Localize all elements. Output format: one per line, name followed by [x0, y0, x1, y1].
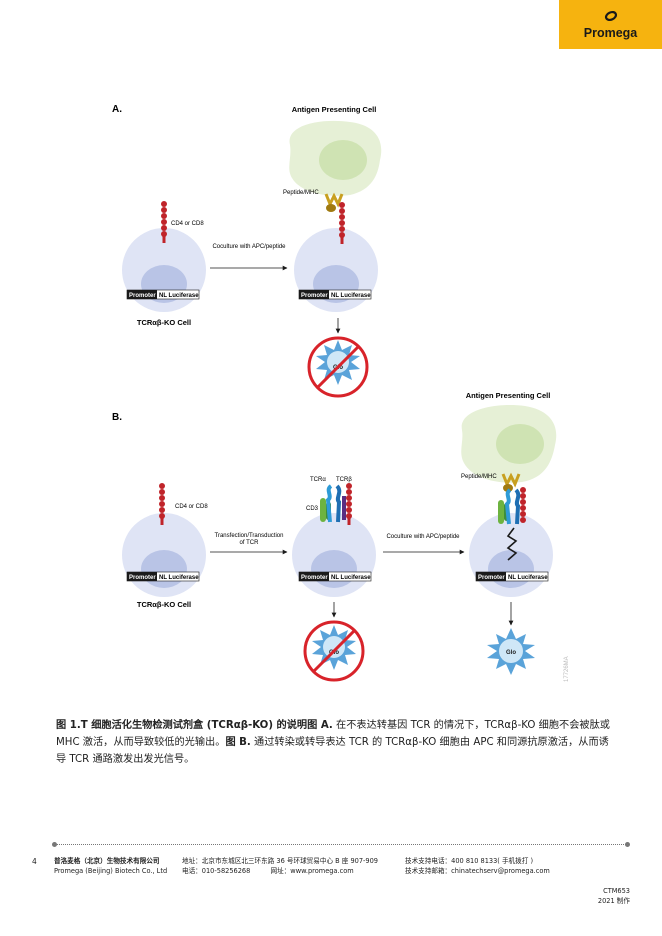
panel-b-apc-title: Antigen Presenting Cell — [466, 391, 551, 400]
cd4-cd8-receptor — [339, 202, 345, 244]
page-number: 4 — [32, 857, 37, 866]
glo-icon: Glo — [487, 628, 535, 675]
doc-info: CTM653 2021 制作 — [598, 886, 630, 906]
logo-text: Promega — [583, 26, 638, 40]
caption-bold-1: 图 1.T 细胞活化生物检测试剂盒 (TCRαβ-KO) 的说明图 A. — [56, 720, 333, 731]
arrow-label: Coculture with APC/peptide — [386, 534, 460, 540]
svg-text:NL Luciferase: NL Luciferase — [331, 293, 371, 299]
signal-pathway-icon — [506, 527, 518, 561]
reporter-construct: Promoter NL Luciferase — [126, 571, 200, 582]
tcr-complex-icon — [498, 488, 521, 525]
doc-code: CTM653 — [603, 887, 630, 895]
peptide-mhc-icon — [501, 472, 521, 492]
caption-bold-2: 图 B. — [225, 737, 251, 748]
promega-logo-icon — [604, 10, 618, 22]
no-glo-icon: Glo — [307, 336, 369, 398]
peptide-label: Peptide/MHC — [283, 190, 319, 196]
footer-website[interactable]: 网址：www.promega.com — [270, 867, 354, 875]
reporter-construct: Promoter NL Luciferase — [298, 289, 372, 300]
figure-caption: 图 1.T 细胞活化生物检测试剂盒 (TCRαβ-KO) 的说明图 A. 在不表… — [56, 717, 616, 768]
tcr-complex-icon — [320, 484, 346, 523]
support-phone: 技术支持电话：400 810 8133( 手机拨打 ) — [405, 857, 534, 865]
svg-text:NL Luciferase: NL Luciferase — [331, 575, 371, 581]
svg-text:Promoter: Promoter — [129, 575, 156, 581]
apc-nucleus — [496, 424, 544, 464]
svg-text:Glo: Glo — [506, 650, 516, 656]
panel-a-apc-title: Antigen Presenting Cell — [292, 105, 377, 114]
cell-nucleus — [488, 550, 534, 588]
peptide-label: Peptide/MHC — [461, 474, 497, 480]
panel-a-label: A. — [112, 104, 122, 115]
reporter-construct: Promoter NL Luciferase — [298, 571, 372, 582]
cd4-cd8-receptor — [520, 487, 526, 523]
cell-label: TCRαβ-KO Cell — [137, 600, 191, 609]
cd4-cd8-receptor — [161, 201, 167, 243]
panel-b-label: B. — [112, 412, 122, 423]
tcra-label: TCRα — [310, 477, 326, 483]
cell-nucleus — [141, 550, 187, 588]
apc-nucleus — [319, 140, 367, 180]
svg-text:Promoter: Promoter — [129, 293, 156, 299]
tcrb-label: TCRβ — [336, 477, 352, 483]
cell-label: TCRαβ-KO Cell — [137, 318, 191, 327]
svg-text:Promoter: Promoter — [301, 575, 328, 581]
reporter-construct: Promoter NL Luciferase — [475, 571, 549, 582]
figure-code: 17726MA — [564, 656, 570, 682]
cd4-cd8-receptor — [346, 483, 352, 525]
svg-text:NL Luciferase: NL Luciferase — [159, 575, 199, 581]
arrow-label-line2: of TCR — [240, 540, 260, 546]
arrow-label-line1: Transfection/Transduction — [215, 533, 284, 539]
svg-text:NL Luciferase: NL Luciferase — [159, 293, 199, 299]
svg-text:Glo: Glo — [329, 650, 339, 656]
footer-divider — [52, 842, 630, 847]
promega-logo: Promega — [559, 0, 662, 49]
coreceptor-label: CD4 or CD8 — [171, 221, 204, 227]
cell-nucleus — [311, 550, 357, 588]
svg-text:NL Luciferase: NL Luciferase — [508, 575, 548, 581]
footer-support: 技术支持电话：400 810 8133( 手机拨打 ) 技术支持邮箱：china… — [405, 856, 550, 876]
doc-year: 2021 制作 — [597, 897, 630, 905]
caption-text-2: 通过转染或转导表达 TCR 的 TCRαβ-KO 细胞由 APC 和同源抗原激活… — [56, 737, 609, 765]
footer-address: 地址：北京市东城区北三环东路 36 号环球贸易中心 B 座 907-909 — [182, 857, 379, 865]
caption-text-1: 在不表达转基因 TCR 的情况下，TCRαβ-KO 细胞不会被肽或 MHC 激活… — [56, 720, 610, 748]
company-cn: 普洛麦格（北京）生物技术有限公司 — [54, 857, 160, 865]
figure-diagram: A. Antigen Presenting Cell CD4 or CD8 Pr… — [112, 104, 570, 682]
support-email[interactable]: 技术支持邮箱：chinatechserv@promega.com — [405, 867, 550, 875]
svg-text:Promoter: Promoter — [301, 293, 328, 299]
reporter-construct: Promoter NL Luciferase — [126, 289, 200, 300]
footer-phone: 电话：010-58256268 — [182, 867, 251, 875]
peptide-mhc-icon — [324, 192, 344, 212]
no-glo-icon: Glo — [303, 620, 365, 682]
cd3-label: CD3 — [306, 506, 319, 512]
footer-contact: 地址：北京市东城区北三环东路 36 号环球贸易中心 B 座 907-909 电话… — [182, 856, 378, 876]
cd4-cd8-receptor — [159, 483, 165, 525]
company-en: Promega (Beijing) Biotech Co., Ltd — [54, 867, 168, 875]
coreceptor-label: CD4 or CD8 — [175, 504, 208, 510]
arrow-label: Coculture with APC/peptide — [212, 244, 286, 250]
svg-text:Promoter: Promoter — [478, 575, 505, 581]
footer-company: 普洛麦格（北京）生物技术有限公司 Promega (Beijing) Biote… — [54, 856, 167, 876]
